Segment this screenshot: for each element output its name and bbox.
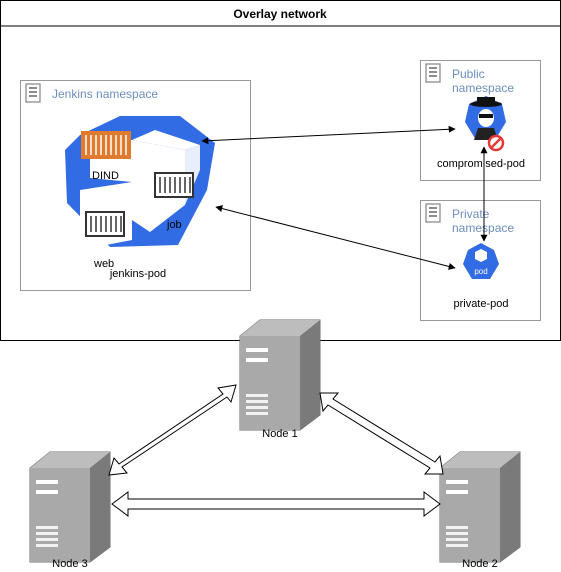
jenkins-private-connection[interactable] — [215, 205, 456, 270]
jenkins-namespace-icon — [25, 83, 41, 103]
public-namespace-label-line1: Public — [452, 67, 485, 81]
private-pod-badge: pod — [474, 267, 487, 276]
dind-container-icon — [81, 131, 131, 159]
compromised-pod-icon[interactable] — [465, 96, 506, 140]
no-entry-icon — [487, 134, 505, 152]
node1-node2-link[interactable] — [319, 392, 444, 475]
private-namespace-icon — [425, 203, 441, 223]
dind-label: DIND — [92, 170, 119, 182]
node1-node3-link[interactable] — [108, 384, 237, 476]
overlay-network-title: Overlay network — [233, 7, 327, 21]
private-namespace-label-line1: Private — [452, 207, 490, 221]
web-label: web — [93, 258, 114, 270]
private-pod-label: private-pod — [453, 298, 508, 310]
public-namespace-icon — [425, 63, 441, 83]
jenkins-compromised-connection[interactable] — [201, 125, 456, 145]
node-3-label: Node 3 — [52, 558, 87, 570]
compromised-pod-label: compromised-pod — [437, 158, 525, 170]
jenkins-pod-label: jenkins-pod — [109, 268, 166, 280]
node-2-server-icon[interactable] — [439, 451, 521, 563]
private-pod-icon[interactable]: pod — [463, 243, 499, 279]
node-2-label: Node 2 — [462, 558, 497, 570]
job-container-icon — [154, 172, 194, 198]
node-1-label: Node 1 — [262, 428, 297, 440]
private-namespace-label-line2: namespace — [452, 221, 514, 235]
web-container-icon — [85, 211, 125, 237]
node2-node3-link[interactable] — [111, 491, 441, 517]
job-label: job — [166, 219, 182, 231]
node-1-server-icon[interactable] — [239, 319, 321, 431]
jenkins-namespace-label: Jenkins namespace — [52, 87, 158, 101]
public-namespace-label-line2: namespace — [452, 81, 514, 95]
node-3-server-icon[interactable] — [29, 451, 111, 563]
